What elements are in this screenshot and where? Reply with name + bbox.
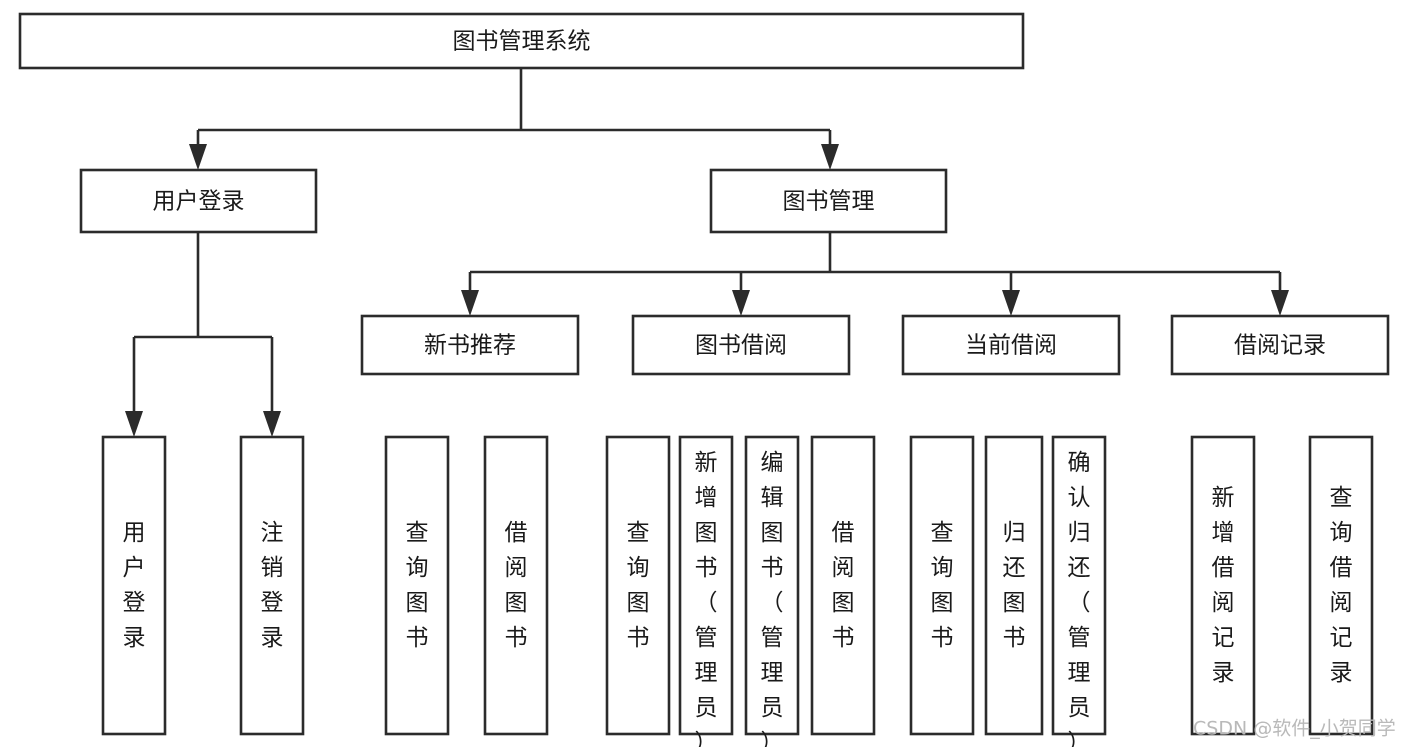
node-leaf-confirm-return-admin[interactable]: 确认归还（管理员） [1051,435,1107,747]
node-leaf-query-book-current[interactable]: 查询图书 [909,435,975,736]
arrow-head-icon [461,290,479,316]
node-leaf-edit-book-admin[interactable]: 编辑图书（管理员） [744,435,800,747]
node-box-leaf-query-book-current[interactable] [909,435,975,736]
csdn-watermark: CSDN @软件_小贺同学 [1193,718,1396,740]
connector-c-root-to-user-login [189,130,207,170]
node-box-book-borrow[interactable] [631,314,851,376]
node-borrow-record[interactable]: 借阅记录 [1170,314,1390,376]
connector-c-user-login-leaf1 [125,337,143,437]
node-leaf-query-book-new[interactable]: 查询图书 [384,435,450,736]
node-box-leaf-confirm-return-admin[interactable] [1051,435,1107,736]
node-leaf-add-book-admin[interactable]: 新增图书（管理员） [678,435,734,747]
arrow-head-icon [189,144,207,170]
node-box-leaf-return-book[interactable] [984,435,1044,736]
node-box-leaf-add-borrow-record[interactable] [1190,435,1256,736]
node-leaf-return-book[interactable]: 归还图书 [984,435,1044,736]
node-box-leaf-borrow-book[interactable] [810,435,876,736]
node-box-leaf-user-logout[interactable] [239,435,305,736]
arrow-head-icon [1002,290,1020,316]
node-box-leaf-borrow-book-new[interactable] [483,435,549,736]
node-label-leaf-query-book-borrow: 查询图书 [627,520,650,651]
node-label-leaf-query-book-new: 查询图书 [406,520,429,651]
node-box-current-borrow[interactable] [901,314,1121,376]
node-leaf-user-login[interactable]: 用户登录 [101,435,167,736]
node-leaf-borrow-book[interactable]: 借阅图书 [810,435,876,736]
node-box-book-manage[interactable] [709,168,948,234]
node-label-leaf-return-book: 归还图书 [1003,520,1026,651]
arrow-head-icon [821,144,839,170]
node-label-leaf-query-borrow-record: 查询借阅记录 [1330,485,1353,686]
node-label-root: 图书管理系统 [453,29,591,55]
node-user-login[interactable]: 用户登录 [79,168,318,234]
node-label-leaf-add-borrow-record: 新增借阅记录 [1212,485,1235,686]
node-label-leaf-confirm-return-admin: 确认归还（管理员） [1068,450,1091,747]
node-label-leaf-user-logout: 注销登录 [261,520,284,651]
connector-c-bm-to-borrow-record [1271,272,1289,316]
node-label-new-book-recommend: 新书推荐 [424,333,516,359]
node-label-leaf-user-login: 用户登录 [123,520,146,651]
node-new-book-recommend[interactable]: 新书推荐 [360,314,580,376]
node-layer: 图书管理系统用户登录图书管理新书推荐图书借阅当前借阅借阅记录用户登录注销登录查询… [18,12,1390,747]
node-label-leaf-edit-book-admin: 编辑图书（管理员） [761,450,784,747]
node-box-leaf-query-book-borrow[interactable] [605,435,671,736]
node-current-borrow[interactable]: 当前借阅 [901,314,1121,376]
node-label-leaf-borrow-book-new: 借阅图书 [505,520,528,651]
node-leaf-user-logout[interactable]: 注销登录 [239,435,305,736]
node-box-leaf-query-book-new[interactable] [384,435,450,736]
connector-layer [125,68,1289,437]
connector-c-bm-to-new-book [461,272,479,316]
arrow-head-icon [1271,290,1289,316]
arrow-head-icon [732,290,750,316]
node-leaf-add-borrow-record[interactable]: 新增借阅记录 [1190,435,1256,736]
connector-c-root-to-book-manage [821,130,839,170]
connector-c-user-login-leaf2 [263,337,281,437]
node-leaf-borrow-book-new[interactable]: 借阅图书 [483,435,549,736]
node-box-leaf-query-borrow-record[interactable] [1308,435,1374,736]
node-box-leaf-add-book-admin[interactable] [678,435,734,736]
node-label-current-borrow: 当前借阅 [965,333,1057,359]
node-root[interactable]: 图书管理系统 [18,12,1025,70]
node-label-leaf-query-book-current: 查询图书 [931,520,954,651]
node-label-leaf-borrow-book: 借阅图书 [832,520,855,651]
node-leaf-query-borrow-record[interactable]: 查询借阅记录 [1308,435,1374,736]
connector-c-bm-to-current-borrow [1002,272,1020,316]
node-leaf-query-book-borrow[interactable]: 查询图书 [605,435,671,736]
node-label-book-manage: 图书管理 [783,189,875,215]
node-label-leaf-add-book-admin: 新增图书（管理员） [695,450,718,747]
node-box-user-login[interactable] [79,168,318,234]
node-label-borrow-record: 借阅记录 [1234,333,1326,359]
node-label-book-borrow: 图书借阅 [695,333,787,359]
arrow-head-icon [263,411,281,437]
node-label-user-login: 用户登录 [153,189,245,215]
node-book-borrow[interactable]: 图书借阅 [631,314,851,376]
connector-c-bm-to-book-borrow [732,272,750,316]
node-box-leaf-user-login[interactable] [101,435,167,736]
node-box-new-book-recommend[interactable] [360,314,580,376]
node-box-leaf-edit-book-admin[interactable] [744,435,800,736]
node-box-borrow-record[interactable] [1170,314,1390,376]
arrow-head-icon [125,411,143,437]
node-box-root[interactable] [18,12,1025,70]
node-book-manage[interactable]: 图书管理 [709,168,948,234]
